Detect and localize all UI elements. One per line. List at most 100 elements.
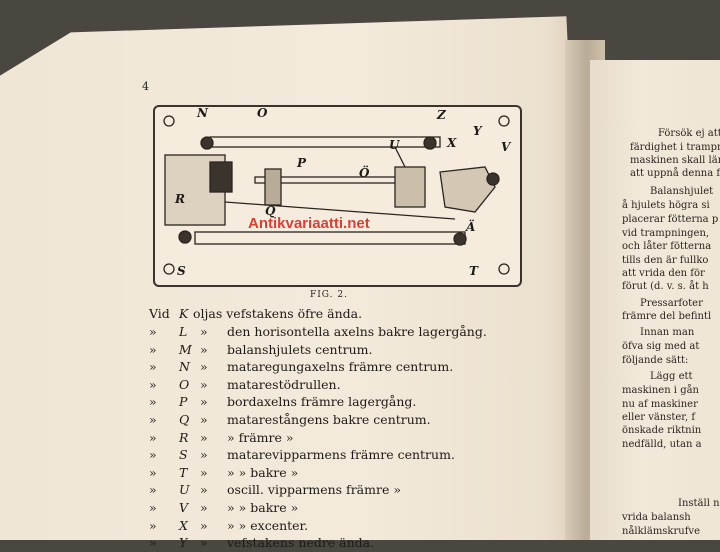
bearing bbox=[178, 230, 192, 244]
gear-block bbox=[209, 161, 233, 193]
right-page-line: Balanshjulet bbox=[650, 186, 714, 197]
ditto-mark: » bbox=[200, 464, 208, 480]
right-page-line: Pressarfoter bbox=[640, 298, 703, 309]
ditto-mark: » bbox=[149, 517, 157, 533]
machine-drawing: N O Z X Y V U P Ö R Q Ä S T bbox=[163, 107, 512, 278]
ditto-mark: » bbox=[149, 429, 157, 445]
legend-letter: X bbox=[179, 517, 188, 533]
label-T: T bbox=[469, 264, 479, 278]
feed-rod bbox=[224, 201, 456, 220]
watermark: Antikvariaatti.net bbox=[248, 215, 370, 232]
legend-letter: P bbox=[179, 394, 188, 410]
figure-caption: FIG. 2. bbox=[310, 290, 348, 300]
label-V: V bbox=[501, 140, 512, 154]
machine-figure: N O Z X Y V U P Ö R Q Ä S T bbox=[153, 105, 522, 287]
label-R: R bbox=[174, 192, 185, 206]
legend-intro: Vid bbox=[149, 306, 170, 321]
legend-letter: N bbox=[179, 359, 190, 375]
right-page-line: att uppnå denna fä bbox=[630, 168, 720, 179]
link bbox=[394, 146, 406, 168]
ditto-mark: » bbox=[200, 535, 208, 551]
bearing bbox=[486, 172, 500, 186]
ditto-mark: » bbox=[149, 535, 157, 551]
bearing bbox=[200, 136, 214, 150]
corner-hole bbox=[498, 115, 510, 127]
legend-intro-letter: K bbox=[179, 306, 189, 321]
right-page-line: och låter fötterna bbox=[622, 241, 712, 252]
legend-letter: L bbox=[179, 324, 188, 339]
right-page-line: nedfälld, utan a bbox=[622, 439, 702, 450]
bearing bbox=[423, 136, 437, 150]
label-S: S bbox=[177, 264, 186, 278]
legend-description: » » bakre » bbox=[227, 500, 299, 515]
ditto-mark: » bbox=[200, 517, 208, 533]
ditto-mark: » bbox=[149, 447, 157, 463]
right-page-line: att vrida den för bbox=[622, 268, 705, 279]
legend-letter: V bbox=[179, 500, 189, 515]
ditto-mark: » bbox=[149, 324, 157, 339]
legend-description: matarestångens bakre centrum. bbox=[227, 412, 431, 427]
label-AE: Ä bbox=[465, 219, 475, 234]
right-page-line: nu af maskiner bbox=[622, 399, 698, 410]
legend-letter: O bbox=[179, 376, 190, 392]
ditto-mark: » bbox=[200, 394, 208, 410]
ditto-mark: » bbox=[149, 482, 157, 498]
ditto-mark: » bbox=[200, 359, 208, 375]
legend-letter: T bbox=[179, 464, 188, 480]
legend-letter: R bbox=[179, 429, 189, 445]
legend-intro-text: oljas vefstakens öfre ända. bbox=[193, 306, 363, 321]
legend-description: matarevipparmens främre centrum. bbox=[227, 447, 455, 463]
right-page-line: öfva sig med at bbox=[622, 341, 700, 352]
legend-description: matarestödrullen. bbox=[227, 376, 341, 392]
label-P: P bbox=[296, 156, 307, 170]
ditto-mark: » bbox=[149, 359, 157, 375]
corner-hole bbox=[163, 115, 175, 127]
legend-description: » » bakre » bbox=[227, 464, 299, 480]
crank-arm bbox=[439, 166, 496, 213]
right-page-line: Försök ej att bbox=[658, 128, 720, 139]
corner-hole bbox=[163, 263, 175, 275]
right-page-line: maskinen skall läm bbox=[630, 155, 720, 166]
legend-letter: Y bbox=[179, 535, 188, 551]
legend-description: vefstakens nedre ända. bbox=[227, 535, 375, 551]
legend-description: » » excenter. bbox=[227, 517, 309, 533]
right-page-line: nålklämskrufve bbox=[622, 526, 700, 537]
ditto-mark: » bbox=[200, 341, 208, 357]
legend-description: balanshjulets centrum. bbox=[227, 341, 373, 357]
right-page-line: förut (d. v. s. åt h bbox=[622, 281, 709, 292]
legend-description: bordaxelns främre lagergång. bbox=[227, 394, 417, 410]
label-O: O bbox=[257, 107, 268, 120]
label-Q: Q bbox=[265, 204, 276, 218]
right-page-line: tills den är fullko bbox=[622, 255, 709, 266]
label-OE: Ö bbox=[359, 164, 370, 180]
right-page-line: färdighet i trampnin bbox=[630, 142, 720, 153]
right-page-line: främre del befintl bbox=[622, 311, 712, 322]
right-page-line: vid trampningen, bbox=[622, 228, 710, 239]
label-Z: Z bbox=[436, 108, 447, 122]
legend-letter: M bbox=[179, 341, 192, 357]
legend-letter: U bbox=[179, 482, 190, 498]
legend-description: den horisontella axelns bakre lagergång. bbox=[227, 324, 487, 339]
book-photo: 4 bbox=[0, 16, 720, 550]
upper-shaft bbox=[209, 136, 441, 148]
legend-letter: S bbox=[179, 447, 188, 463]
ditto-mark: » bbox=[149, 464, 157, 480]
right-page-line: Lägg ett bbox=[650, 371, 693, 382]
ditto-mark: » bbox=[200, 447, 208, 463]
legend-description: mataregungaxelns främre centrum. bbox=[227, 359, 454, 375]
label-X: X bbox=[446, 136, 457, 150]
ditto-mark: » bbox=[149, 376, 157, 392]
ditto-mark: » bbox=[200, 500, 208, 515]
bearing bbox=[453, 232, 467, 246]
right-mechanism bbox=[394, 166, 426, 208]
right-page-line: följande sätt: bbox=[622, 355, 689, 366]
right-page-line: Innan man bbox=[640, 327, 695, 338]
legend-description: » främre » bbox=[227, 429, 294, 445]
right-page-line: maskinen i gån bbox=[622, 385, 699, 396]
legend-description: oscill. vipparmens främre » bbox=[227, 482, 401, 498]
legend-letter: Q bbox=[179, 412, 190, 427]
lower-shaft bbox=[194, 231, 466, 245]
ditto-mark: » bbox=[200, 412, 208, 427]
right-page-line: vrida balansh bbox=[622, 512, 691, 523]
right-page-line: placerar fötterna p bbox=[622, 214, 719, 225]
